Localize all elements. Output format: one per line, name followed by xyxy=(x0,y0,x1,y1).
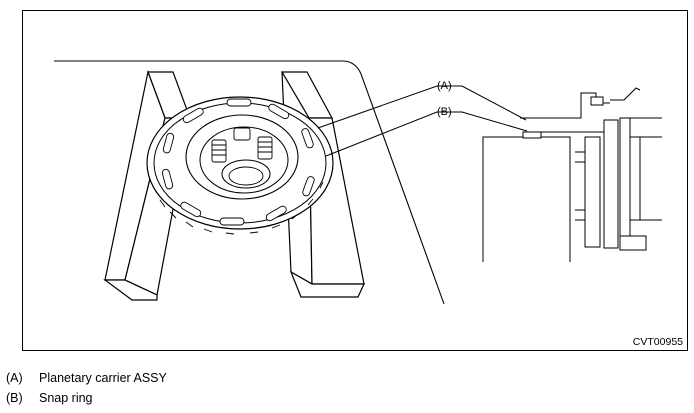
callout-label-a: (A) xyxy=(437,80,452,92)
legend-label: Snap ring xyxy=(39,391,93,405)
legend-item-b: (B) Snap ring xyxy=(6,388,167,408)
cross-section-detail xyxy=(482,87,662,262)
pinion-gears xyxy=(211,127,273,163)
leader-line-b xyxy=(325,111,528,157)
carrier-slots xyxy=(161,98,315,226)
snap-ring-section xyxy=(522,131,542,139)
leader-line-a xyxy=(317,85,527,129)
carrier-teeth xyxy=(159,181,324,235)
callout-label-b: (B) xyxy=(437,106,452,118)
table-edge xyxy=(54,60,445,305)
figure-frame xyxy=(22,10,688,351)
legend-label: Planetary carrier ASSY xyxy=(39,371,167,385)
legend-key: (B) xyxy=(6,391,23,405)
legend-key: (A) xyxy=(6,371,23,385)
legend: (A) Planetary carrier ASSY (B) Snap ring xyxy=(6,368,167,408)
legend-item-a: (A) Planetary carrier ASSY xyxy=(6,368,167,388)
figure-id: CVT00955 xyxy=(633,336,683,348)
leader-lines xyxy=(317,85,528,157)
planetary-carrier xyxy=(146,96,334,235)
